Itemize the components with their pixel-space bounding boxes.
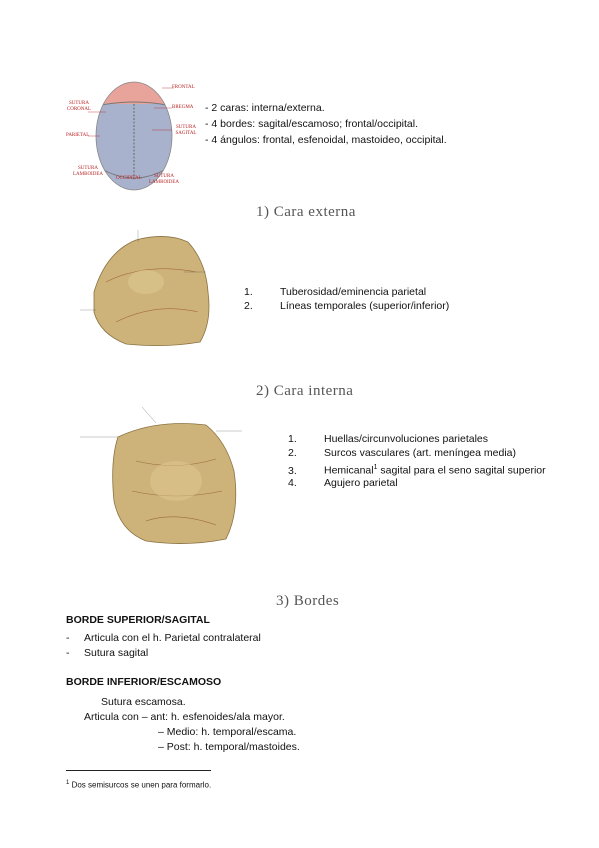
borde-escamoso-line-2: Articula con – ant: h. esfenoides/ala ma… (84, 711, 285, 723)
section-title-bordes: 3) Bordes (276, 593, 340, 609)
parietal-external-figure (66, 222, 251, 360)
borde-sagital-heading: BORDE SUPERIOR/SAGITAL (66, 614, 210, 626)
cara-interna-item-3: 3.Hemicanal1 sagital para el seno sagita… (288, 464, 546, 477)
label-sutura-sagital: SUTURA SAGITAL (175, 125, 197, 136)
label-bregma: BREGMA (172, 105, 194, 110)
intro-line-1: - 2 caras: interna/externa. (205, 102, 325, 114)
parietal-internal-drawing (80, 406, 242, 544)
borde-sagital-item-2: -Sutura sagital (66, 647, 149, 659)
parietal-external-drawing (80, 230, 210, 346)
cara-interna-item-1: 1.Huellas/circunvoluciones parietales (288, 433, 489, 445)
cara-externa-item-2: 2.Líneas temporales (superior/inferior) (244, 300, 450, 312)
cara-interna-item-4: 4.Agujero parietal (288, 477, 398, 489)
label-occipital: OCCIPITAL (116, 176, 142, 181)
borde-escamoso-line-3: – Medio: h. temporal/escama. (158, 726, 297, 738)
bullet-dash: - (66, 647, 70, 659)
cara-externa-item-1: 1.Tuberosidad/eminencia parietal (244, 286, 427, 298)
intro-line-3: - 4 ángulos: frontal, esfenoidal, mastoi… (205, 134, 447, 146)
section-title-cara-interna: 2) Cara interna (256, 383, 354, 399)
intro-line-2: - 4 bordes: sagital/escamoso; frontal/oc… (205, 118, 419, 130)
footnote-separator (66, 770, 211, 771)
borde-sagital-item-1: -Articula con el h. Parietal contralater… (66, 632, 261, 644)
section-title-cara-externa: 1) Cara externa (256, 204, 356, 220)
footnote: 1 Dos semisurcos se unen para formarlo. (66, 780, 211, 790)
label-sutura-lamboidea-left: SUTURA LAMBOIDEA (73, 166, 103, 177)
skull-top-figure: FRONTAL BREGMA SUTURA CORONAL PARIETAL S… (66, 68, 206, 193)
footnote-text: Dos semisurcos se unen para formarlo. (69, 780, 212, 790)
skull-top-drawing (88, 81, 174, 191)
borde-escamoso-line-4: – Post: h. temporal/mastoides. (158, 741, 300, 753)
label-frontal: FRONTAL (172, 85, 195, 90)
parietal-internal-figure (66, 401, 284, 559)
label-sutura-lamboidea-right: SUTURA LAMBOIDEA (149, 174, 179, 185)
footnote-mark: 1 (66, 780, 70, 786)
label-sutura-coronal: SUTURA CORONAL (66, 101, 92, 112)
label-parietal: PARIETAL (66, 133, 90, 138)
borde-escamoso-line-1: Sutura escamosa. (101, 696, 186, 708)
cara-interna-item-2: 2.Surcos vasculares (art. meníngea media… (288, 447, 516, 459)
borde-escamoso-heading: BORDE INFERIOR/ESCAMOSO (66, 676, 222, 688)
bullet-dash: - (66, 632, 70, 644)
footnote-ref: 1 (373, 464, 378, 471)
